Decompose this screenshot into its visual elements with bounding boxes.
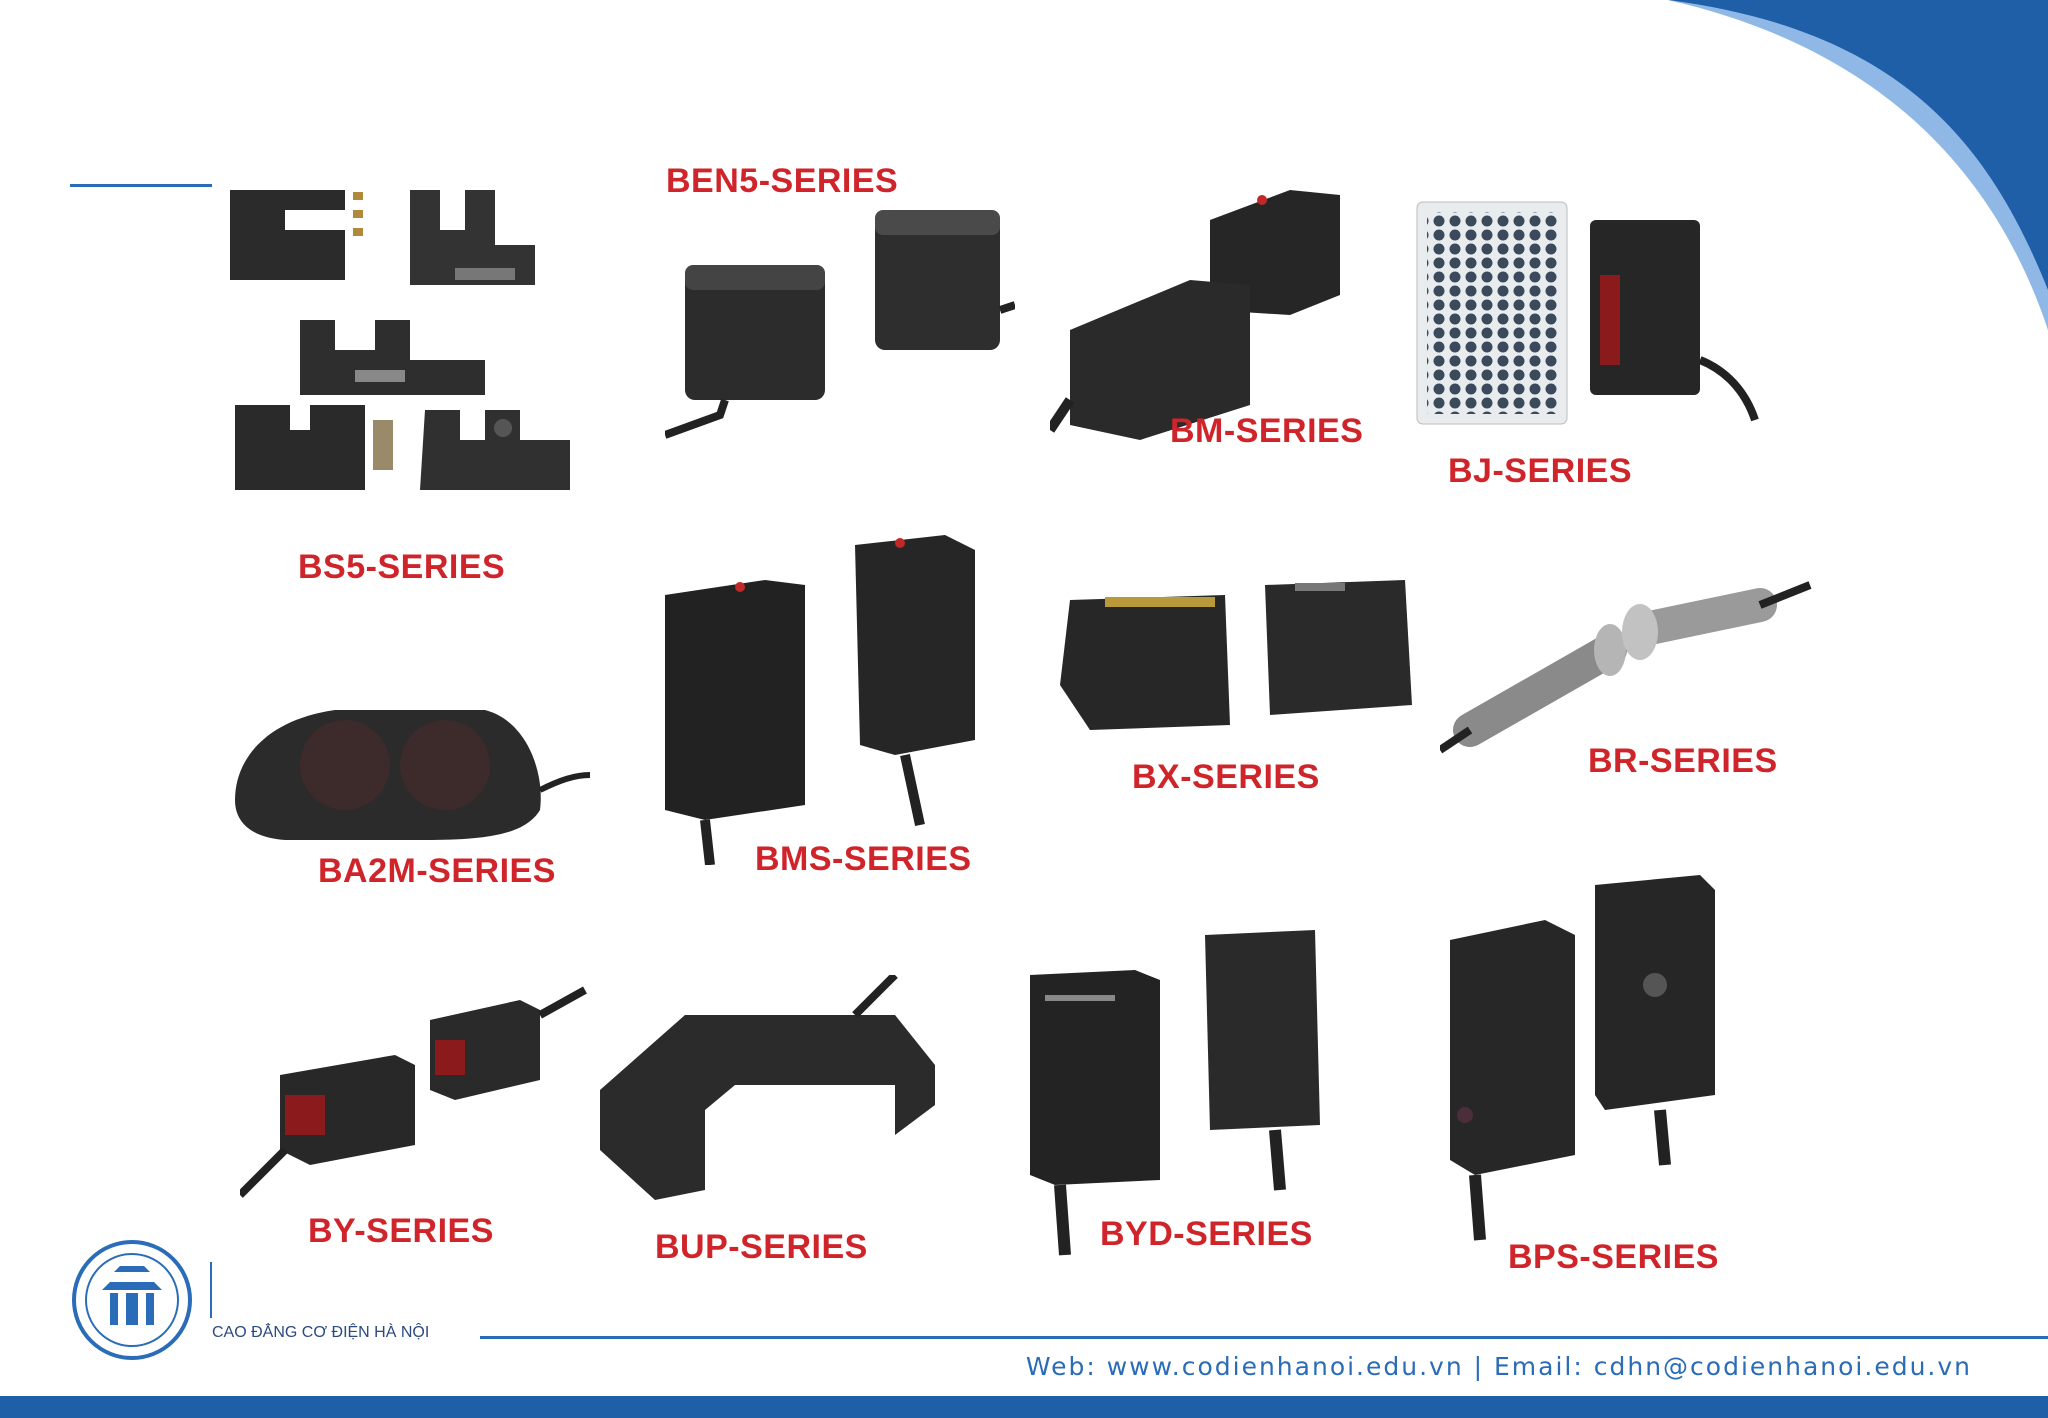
- series-label: BUP-SERIES: [655, 1228, 868, 1266]
- corner-decoration: [1668, 0, 2048, 330]
- logo-divider: [210, 1262, 212, 1318]
- series-label: BR-SERIES: [1588, 742, 1778, 780]
- series-label: BPS-SERIES: [1508, 1238, 1719, 1276]
- bx-product-image: [1050, 575, 1415, 740]
- series-label: BS5-SERIES: [298, 548, 506, 586]
- byd-product-image: [1025, 925, 1325, 1260]
- series-label: BJ-SERIES: [1448, 452, 1632, 490]
- bj-product-image: [1415, 200, 1760, 430]
- bup-product-image: [595, 975, 940, 1205]
- series-label: BY-SERIES: [308, 1212, 494, 1250]
- series-label: BEN5-SERIES: [666, 162, 899, 200]
- school-name: CAO ĐẲNG CƠ ĐIỆN HÀ NỘI: [212, 1324, 430, 1341]
- footer-line: [480, 1336, 2048, 1339]
- series-label: BYD-SERIES: [1100, 1215, 1313, 1253]
- br-product-image: [1440, 580, 1815, 755]
- series-label: BX-SERIES: [1132, 758, 1320, 796]
- school-logo: [70, 1238, 194, 1362]
- footer-bar: [0, 1396, 2048, 1418]
- bms-product-image: [665, 535, 985, 865]
- footer-contact: Web: www.codienhanoi.edu.vn | Email: cdh…: [1025, 1352, 1972, 1381]
- by-product-image: [240, 985, 590, 1205]
- series-label: BM-SERIES: [1170, 412, 1364, 450]
- series-label: BMS-SERIES: [755, 840, 972, 878]
- series-label: BA2M-SERIES: [318, 852, 556, 890]
- ben5-product-image: [665, 210, 1015, 440]
- bps-product-image: [1445, 875, 1725, 1245]
- ba2m-product-image: [225, 680, 590, 850]
- bm-product-image: [1050, 170, 1360, 440]
- bs5-product-image: [225, 170, 580, 520]
- accent-line: [70, 184, 212, 187]
